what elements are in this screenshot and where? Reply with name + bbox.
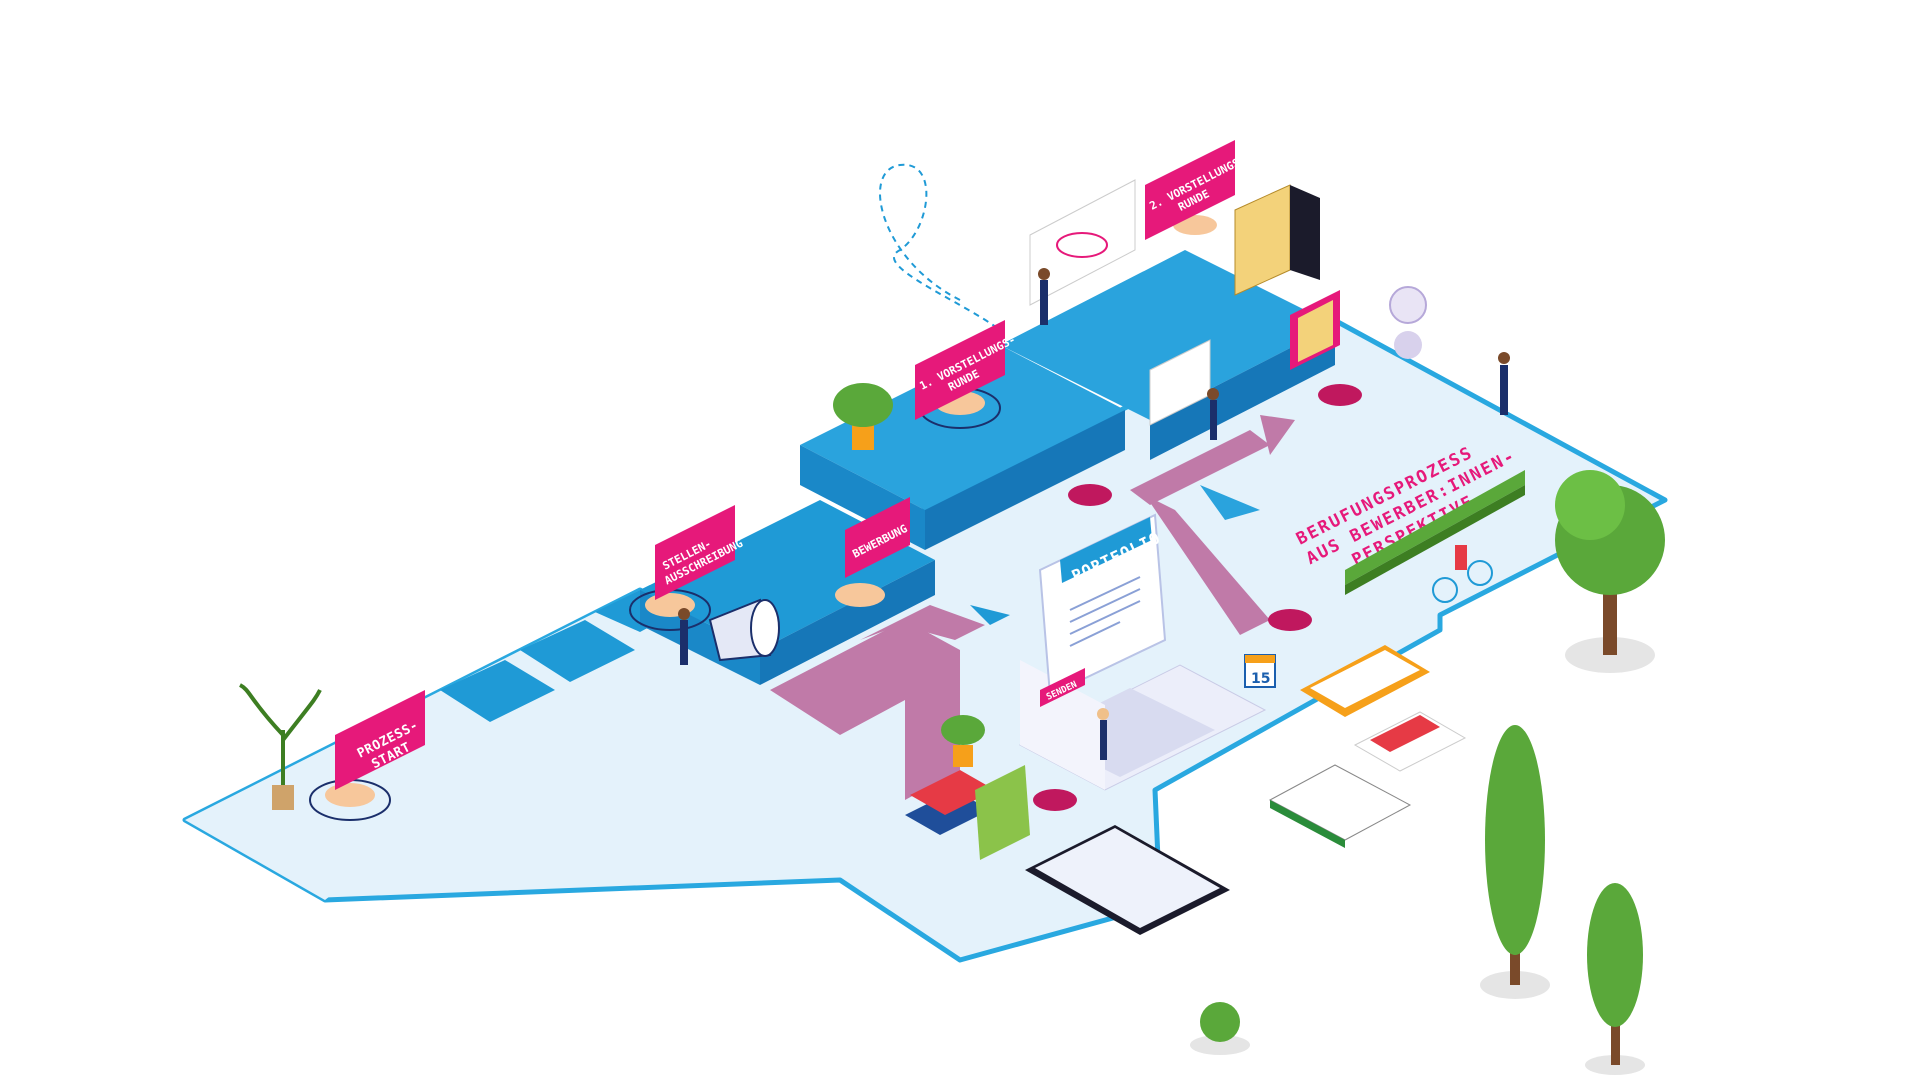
potted-plant (833, 383, 893, 450)
document-icon (1353, 711, 1467, 772)
lightbulb-icon (1389, 286, 1427, 359)
floor-stripe (440, 660, 555, 722)
calendar-day: 15 (1251, 671, 1270, 687)
stage-level-3 (1000, 250, 1335, 460)
door (1234, 184, 1320, 296)
sign-prozessstart: PROZESS- START (335, 690, 425, 790)
hedge (1345, 470, 1525, 595)
bush (1190, 1002, 1250, 1055)
process-path (770, 415, 1295, 800)
open-book-icon (1268, 764, 1412, 848)
tree-cypress (1480, 725, 1550, 999)
books-stack (905, 765, 1030, 860)
clipboard-icon (1300, 645, 1430, 717)
smartphone-icon (1025, 825, 1230, 935)
potted-plant (941, 715, 985, 767)
whiteboard (1029, 179, 1136, 306)
tree-cypress (1585, 883, 1645, 1075)
portfolio-folder: PORTFOLIO (1038, 513, 1167, 697)
calendar-icon: 15 (1244, 654, 1276, 688)
people (678, 268, 1510, 760)
tree-round (1555, 470, 1665, 673)
megaphone-icon (708, 598, 780, 662)
floor-stripe (520, 620, 635, 682)
sign-runde2: 2. VORSTELLUNGS- RUNDE (1145, 140, 1248, 240)
cyclist (1432, 545, 1493, 603)
potted-plant (238, 683, 322, 810)
dashed-route (879, 163, 1001, 331)
paper-plane-icon (970, 485, 1260, 625)
elevator (1290, 290, 1340, 370)
